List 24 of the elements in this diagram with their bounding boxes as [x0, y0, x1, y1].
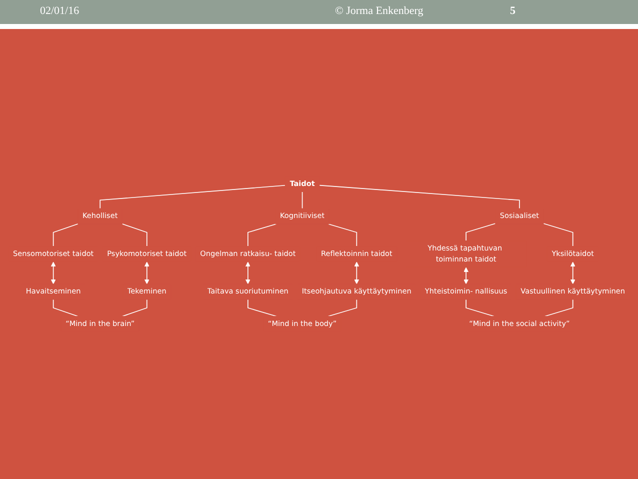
connector	[466, 223, 496, 242]
connector	[328, 299, 358, 317]
connector	[466, 299, 494, 317]
connector	[248, 224, 277, 247]
copyright-text: © Jorma Enkenberg	[335, 5, 424, 17]
connector	[328, 224, 358, 247]
arrow	[354, 262, 360, 284]
date-text: 02/01/16	[40, 5, 80, 17]
connector	[52, 223, 78, 247]
connector	[318, 184, 520, 209]
connector	[52, 299, 78, 317]
page-number: 5	[510, 5, 516, 17]
connector	[100, 184, 286, 209]
connector	[302, 191, 303, 209]
connector	[122, 223, 148, 247]
connector	[248, 299, 277, 317]
connector	[544, 299, 574, 317]
connector	[122, 299, 148, 317]
connector	[543, 223, 574, 247]
arrow	[245, 262, 250, 284]
arrow	[50, 262, 56, 284]
arrow	[464, 267, 469, 284]
arrow	[570, 262, 576, 284]
arrow	[144, 262, 150, 284]
